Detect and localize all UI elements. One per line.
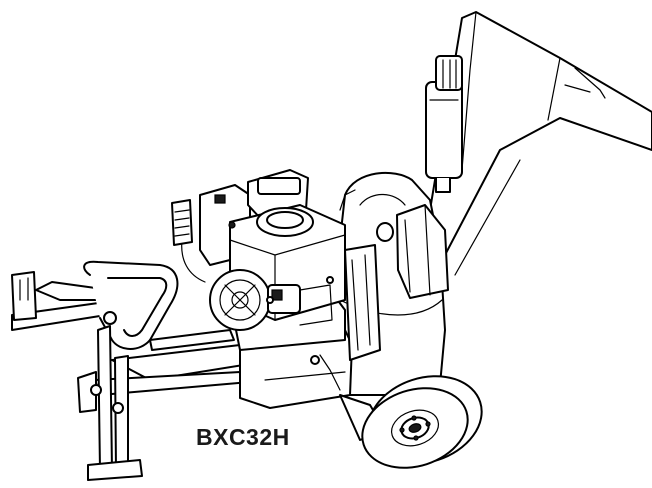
hardware-details	[266, 189, 356, 391]
model-label: BXC32H	[196, 424, 290, 450]
engine-base	[229, 244, 381, 409]
engine	[199, 169, 346, 331]
tow-frame	[11, 260, 263, 481]
wheel	[339, 375, 483, 469]
feed-hopper	[396, 204, 449, 299]
chute-deflector-handle	[425, 55, 463, 193]
throttle-handle	[171, 199, 206, 283]
